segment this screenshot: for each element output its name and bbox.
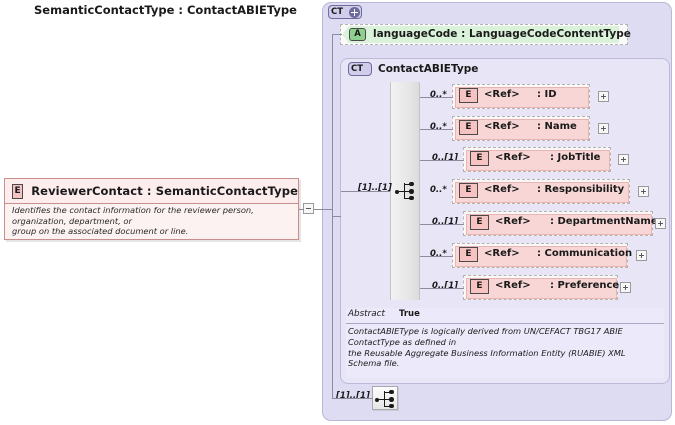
inner-complex-type-icon[interactable]: CT [348,62,372,76]
collapse-toggle[interactable] [303,203,314,214]
element-icon: E [470,279,489,294]
element-name: : DepartmentName [550,216,658,227]
expand-toggle[interactable] [655,218,666,229]
bottom-sequence-compositor[interactable] [372,386,398,410]
element-body [455,246,627,267]
type-documentation-panel: Abstract True ContactABIEType is logical… [346,308,664,378]
sequence-compositor-bar[interactable] [390,82,420,300]
language-code-attribute[interactable]: A languageCode : LanguageCodeContentType [340,24,631,45]
element-row-responsibility[interactable]: E <Ref> : Responsibility [452,179,630,204]
inner-type-connector [332,216,341,217]
outer-type-title: SemanticContactType : ContactABIEType [34,3,297,17]
element-cardinality: 0..* [430,249,447,259]
element-connector [420,255,453,257]
abstract-value: True [399,309,420,319]
element-cardinality: 0..* [430,90,447,100]
attribute-icon: A [349,28,366,41]
expand-plus-icon[interactable] [349,7,360,18]
element-row-id[interactable]: E <Ref> : ID [452,84,590,109]
compositor-bottom-cardinality: [1]..[1] [336,391,370,401]
element-name: : JobTitle [550,152,601,163]
element-cardinality: 0..* [430,122,447,132]
reviewer-stub-line [299,208,304,210]
element-icon: E [459,88,478,103]
reviewer-contact-element[interactable]: E ReviewerContact : SemanticContactType … [4,178,299,240]
element-body [466,278,617,299]
element-connector [420,96,453,98]
expand-toggle[interactable] [598,123,609,134]
element-connector [420,287,464,289]
element-row-communication[interactable]: E <Ref> : Communication [452,243,632,268]
element-ref-label: <Ref> [495,152,531,163]
element-cardinality: 0..[1] [432,217,459,227]
element-icon: E [459,183,478,198]
element-body [466,150,610,171]
reviewer-title: ReviewerContact : SemanticContactType [31,184,298,198]
element-name: : Responsibility [537,184,625,195]
reviewer-documentation: Identifies the contact information for t… [12,205,254,237]
element-name: : Communication [537,248,633,259]
expand-toggle[interactable] [618,154,629,165]
element-ref-label: <Ref> [484,184,520,195]
element-row-jobtitle[interactable]: E <Ref> : JobTitle [463,147,611,172]
element-body [466,214,652,235]
bottom-compositor-connector [332,398,373,399]
element-name: : ID [537,89,557,100]
expand-toggle[interactable] [598,91,609,102]
expand-toggle[interactable] [636,250,647,261]
inner-ct-badge-text: CT [351,64,364,74]
attribute-label: languageCode : LanguageCodeContentType [373,28,631,40]
bottom-compositor-rail [332,216,333,399]
ct-badge-text: CT [331,7,344,17]
attribute-connector [332,34,342,35]
element-ref-label: <Ref> [495,216,531,227]
element-connector [420,159,464,161]
compositor-top-cardinality: [1]..[1] [358,183,392,193]
type-documentation-text: ContactABIEType is logically derived fro… [348,326,626,369]
outer-left-rail [332,34,333,216]
element-cardinality: 0..[1] [432,281,459,291]
inner-type-title: ContactABIEType [378,63,479,75]
element-row-preference[interactable]: E <Ref> : Preference [463,275,620,300]
element-ref-label: <Ref> [484,121,520,132]
abstract-divider [346,308,664,324]
abstract-label: Abstract [348,309,385,319]
element-connector [420,128,453,130]
expand-toggle[interactable] [638,186,649,197]
element-body [455,119,589,140]
element-body [455,182,629,203]
element-icon: E [12,183,24,199]
element-name: : Name [537,121,577,132]
element-connector [420,223,464,225]
element-icon: E [470,215,489,230]
element-ref-label: <Ref> [484,248,520,259]
complex-type-plus-icon[interactable]: CT [328,5,362,19]
attribute-pentagon [342,26,619,43]
reviewer-header: E ReviewerContact : SemanticContactType [5,179,298,204]
expand-toggle[interactable] [620,282,631,293]
element-body [455,87,589,108]
element-name: : Preference [550,280,620,291]
reviewer-link-line [314,208,333,210]
element-icon: E [459,120,478,135]
element-icon: E [470,151,489,166]
element-ref-label: <Ref> [495,280,531,291]
element-cardinality: 0..* [430,185,447,195]
element-ref-label: <Ref> [484,89,520,100]
sequence-icon [375,389,397,409]
element-row-departmentname[interactable]: E <Ref> : DepartmentName [463,211,658,236]
element-row-name[interactable]: E <Ref> : Name [452,116,590,141]
element-icon: E [459,247,478,262]
element-cardinality: 0..[1] [432,153,459,163]
compositor-inbound-line [341,191,390,192]
sequence-icon [395,181,417,201]
